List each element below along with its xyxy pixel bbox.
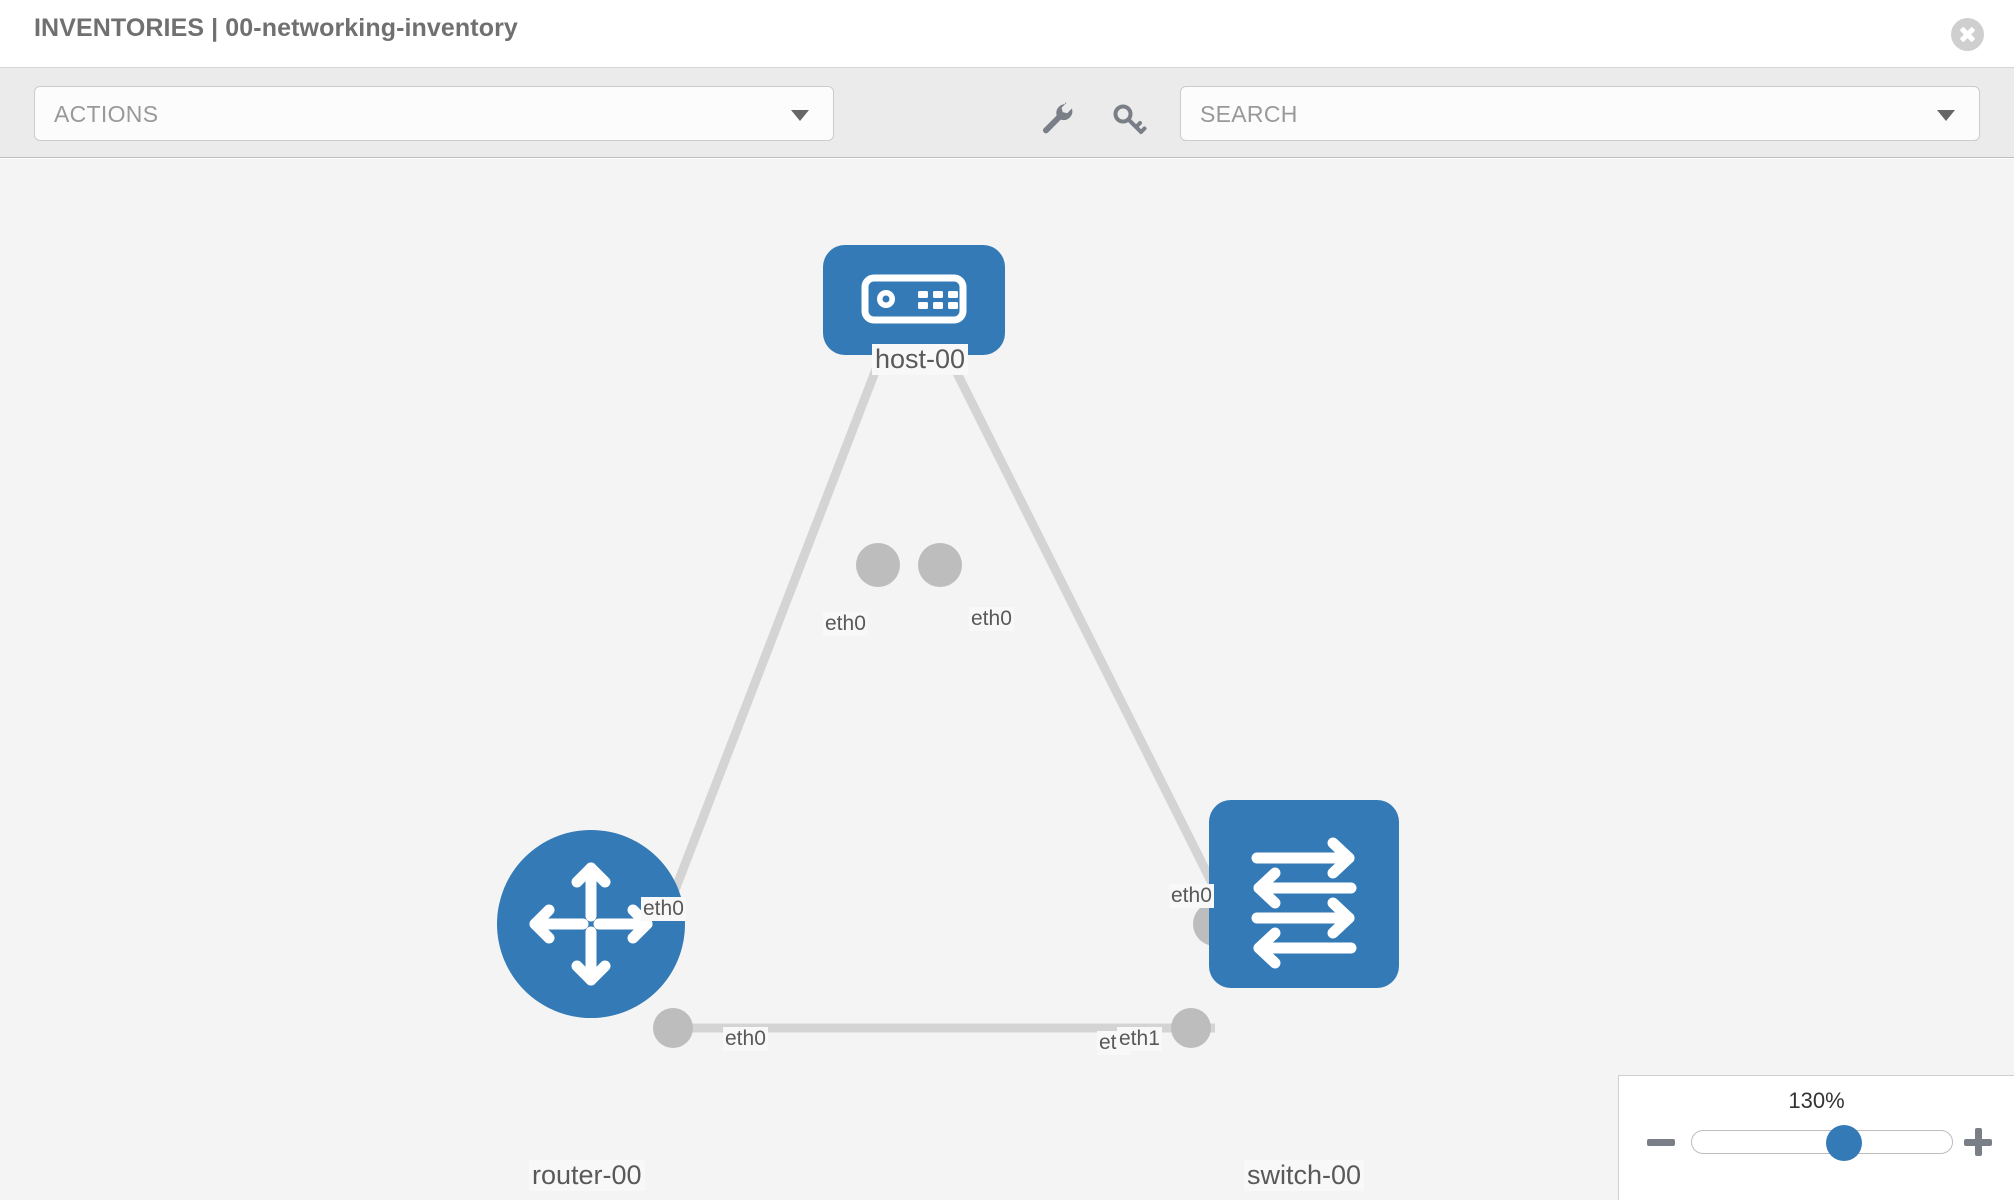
topology-canvas[interactable]: host-00 router-00 switch-00 eth0 eth0 et… <box>0 159 2014 1200</box>
edge-host-switch <box>945 356 1235 922</box>
edge-interface-label: eth0 <box>969 607 1014 631</box>
edge-interface-label: eth0 <box>723 1027 768 1051</box>
plus-icon-bar-v <box>1974 1128 1982 1156</box>
interface-dot[interactable] <box>856 543 900 587</box>
topology-node-switch-00[interactable] <box>1209 800 1399 988</box>
edge-interface-label: eth0 <box>641 897 686 921</box>
interface-dot[interactable] <box>918 543 962 587</box>
topology-node-host-00[interactable] <box>823 245 1005 355</box>
interface-dot[interactable] <box>1171 1008 1211 1048</box>
zoom-control-panel: 130% <box>1618 1075 2014 1200</box>
zoom-slider[interactable] <box>1691 1125 1953 1161</box>
edge-interface-label: eth0 <box>1169 884 1214 908</box>
server-icon <box>861 274 967 324</box>
wrench-icon[interactable] <box>1040 100 1080 140</box>
close-icon[interactable] <box>1951 18 1984 51</box>
plus-icon[interactable] <box>1964 1128 1992 1156</box>
key-icon[interactable] <box>1108 100 1148 140</box>
topology-edges <box>655 356 1235 1033</box>
actions-dropdown-label: ACTIONS <box>54 101 159 127</box>
topology-node-router-00[interactable] <box>497 830 685 1018</box>
toolbar: ACTIONS SEARCH <box>0 68 2014 158</box>
topology-node-label: switch-00 <box>1244 1160 1365 1191</box>
minus-icon[interactable] <box>1647 1128 1675 1156</box>
topology-node-label: router-00 <box>529 1160 645 1191</box>
minus-icon-bar <box>1647 1139 1675 1146</box>
zoom-level-label: 130% <box>1788 1088 1845 1113</box>
zoom-slider-thumb[interactable] <box>1826 1125 1862 1161</box>
switch-icon <box>1251 837 1357 969</box>
actions-dropdown[interactable]: ACTIONS <box>34 86 834 141</box>
chevron-down-icon <box>791 109 809 121</box>
edge-interface-label: eth0 <box>823 612 868 636</box>
edge-interface-label: eth1 <box>1117 1027 1162 1051</box>
edge-host-router <box>655 357 885 931</box>
search-placeholder: SEARCH <box>1200 101 1298 127</box>
interface-dot[interactable] <box>653 1008 693 1048</box>
topology-node-label: host-00 <box>872 344 969 375</box>
search-input[interactable]: SEARCH <box>1180 86 1980 141</box>
chevron-down-icon[interactable] <box>1937 109 1955 121</box>
page-title: INVENTORIES | 00-networking-inventory <box>34 14 518 42</box>
page-header: INVENTORIES | 00-networking-inventory <box>0 0 2014 68</box>
router-icon <box>529 862 653 986</box>
